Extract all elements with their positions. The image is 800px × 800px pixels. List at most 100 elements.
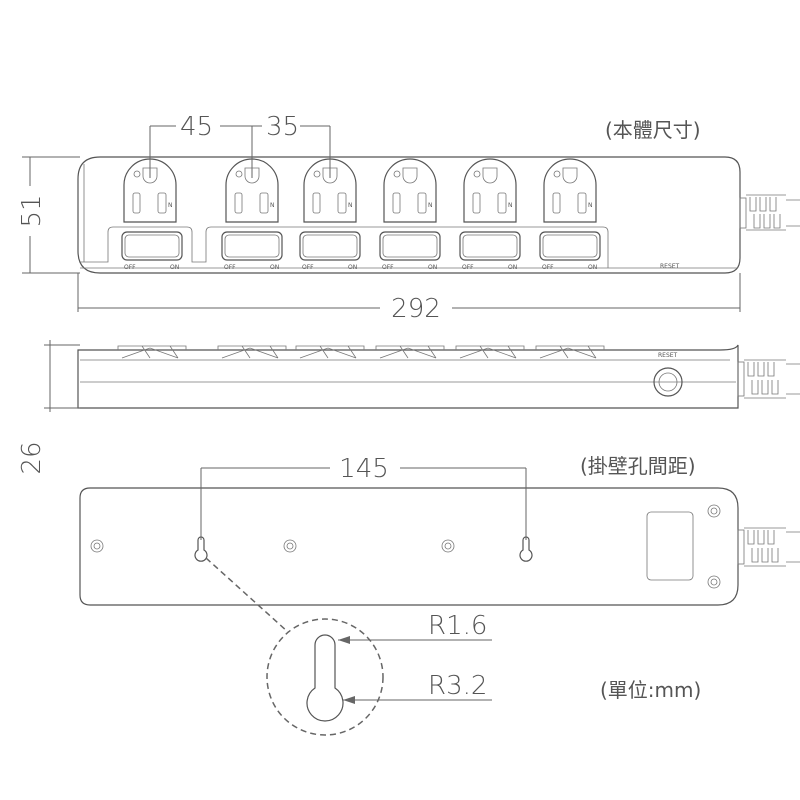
side-switch <box>535 345 605 359</box>
ground-slot <box>562 167 578 184</box>
ground-icon <box>313 170 321 178</box>
hot-slot <box>472 192 481 214</box>
dimension-145: 145 <box>339 454 389 484</box>
ground-icon <box>393 170 401 178</box>
unit-label: (單位:mm) <box>600 678 701 702</box>
outlet-face <box>463 158 517 223</box>
on-label: ON <box>508 264 517 271</box>
ground-icon <box>553 170 561 178</box>
side-switch <box>295 345 365 359</box>
outlet-face <box>303 158 357 223</box>
hot-slot <box>552 192 561 214</box>
dimension-lines-top: 45 35 (本體尺寸) 51 292 <box>17 112 741 324</box>
screw-holes <box>90 504 721 589</box>
keyhole-detail: R1.6 R3.2 (單位:mm) <box>205 557 701 736</box>
off-label: OFF <box>382 264 394 271</box>
keyhole-left <box>194 536 208 562</box>
keyhole-right <box>519 536 533 562</box>
ground-slot <box>142 167 158 184</box>
screw-hole <box>707 575 721 589</box>
off-label: OFF <box>542 264 554 271</box>
ground-slot <box>482 167 498 184</box>
neutral-slot <box>577 192 587 214</box>
off-label: OFF <box>224 264 236 271</box>
ground-icon <box>235 170 243 178</box>
rocker-switch[interactable] <box>299 231 361 261</box>
switch[interactable]: OFF ON <box>121 231 183 271</box>
screw-hole <box>441 539 455 553</box>
dimension-35: 35 <box>266 112 299 142</box>
reset-button[interactable] <box>653 367 683 397</box>
outlet: N OFF ON <box>121 158 183 271</box>
ground-slot <box>322 167 338 184</box>
rocker-switch[interactable] <box>121 231 183 261</box>
switch[interactable]: OFF ON <box>221 231 283 271</box>
off-label: OFF <box>124 264 136 271</box>
outlet-face <box>383 158 437 223</box>
bottom-power-cord <box>737 527 800 567</box>
rocker-switch[interactable] <box>379 231 441 261</box>
neutral-slot <box>157 192 167 214</box>
hot-slot <box>234 192 243 214</box>
dimension-51: 51 <box>17 194 47 227</box>
rocker-switch[interactable] <box>221 231 283 261</box>
side-switch <box>217 345 287 359</box>
neutral-mark: N <box>588 202 593 209</box>
hot-slot <box>392 192 401 214</box>
rocker-switch[interactable] <box>539 231 601 261</box>
neutral-slot <box>497 192 507 214</box>
on-label: ON <box>170 264 179 271</box>
screw-hole <box>90 539 104 553</box>
screw-hole <box>283 539 297 553</box>
hole-spacing-label: (掛壁孔間距) <box>580 454 696 478</box>
body-size-label: (本體尺寸) <box>605 118 701 142</box>
outlet-face <box>225 158 279 223</box>
side-reset-label: RESET <box>658 352 678 359</box>
reset-label: RESET <box>660 263 680 270</box>
ground-icon <box>133 170 141 178</box>
neutral-slot <box>417 192 427 214</box>
side-switch <box>117 345 187 359</box>
head-radius-label: R3.2 <box>428 671 487 701</box>
on-label: ON <box>588 264 597 271</box>
switch[interactable]: OFF ON <box>539 231 601 271</box>
outlet-face <box>123 158 177 223</box>
power-cord <box>739 194 800 231</box>
ground-slot <box>244 167 260 184</box>
neutral-slot <box>259 192 269 214</box>
bottom-view: 145 (掛壁孔間距) <box>79 454 800 606</box>
neutral-slot <box>337 192 347 214</box>
dimension-26: 26 <box>17 441 47 474</box>
neutral-mark: N <box>270 202 275 209</box>
dimension-292: 292 <box>391 294 441 324</box>
slot-radius-label: R1.6 <box>428 611 487 641</box>
rocker-switch[interactable] <box>459 231 521 261</box>
side-switch <box>455 345 525 359</box>
neutral-mark: N <box>168 202 173 209</box>
screw-hole <box>707 504 721 518</box>
outlet: N OFF ON <box>221 158 283 271</box>
ground-slot <box>402 167 418 184</box>
side-switches <box>117 345 605 359</box>
on-label: ON <box>270 264 279 271</box>
side-power-cord <box>737 359 800 399</box>
side-view: RESET 26 <box>17 340 800 475</box>
side-switch <box>375 345 445 359</box>
neutral-mark: N <box>348 202 353 209</box>
off-label: OFF <box>302 264 314 271</box>
outlet-face <box>543 158 597 223</box>
dimension-45: 45 <box>180 112 213 142</box>
hot-slot <box>132 192 141 214</box>
outlet: N OFF ON <box>539 158 601 271</box>
ground-icon <box>473 170 481 178</box>
hot-slot <box>312 192 321 214</box>
